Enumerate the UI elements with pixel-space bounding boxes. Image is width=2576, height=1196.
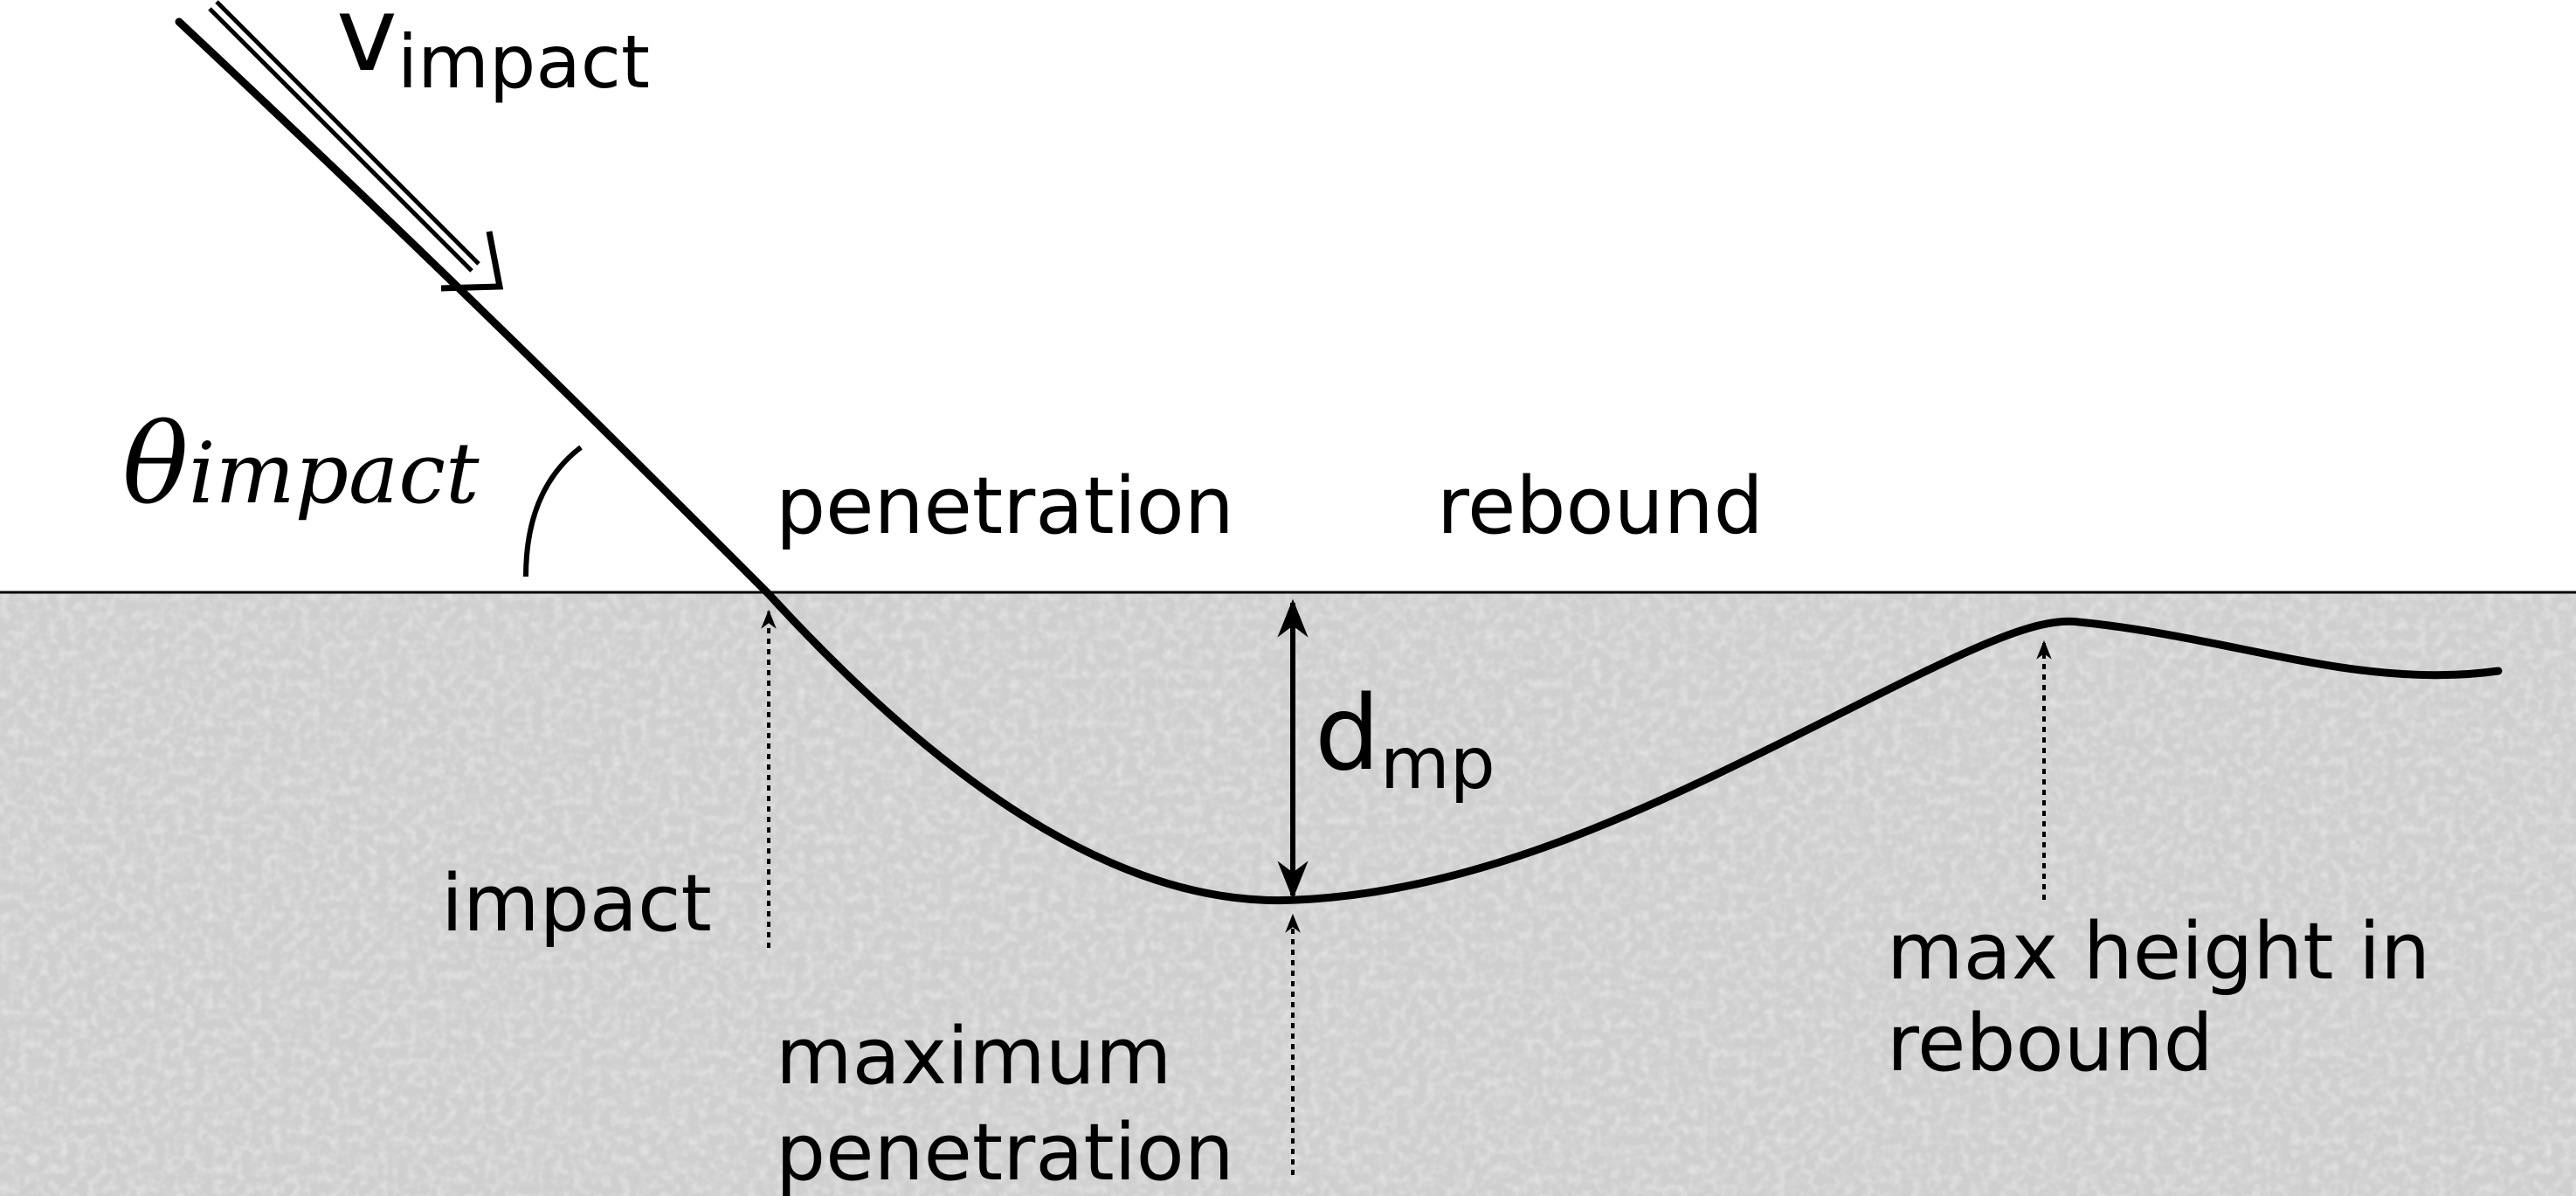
depth-symbol: d bbox=[1315, 673, 1380, 793]
penetration-phase-label: penetration bbox=[776, 460, 1234, 552]
angle-label: θimpact bbox=[122, 400, 480, 529]
max-height-label-line2: rebound bbox=[1887, 998, 2213, 1089]
angle-symbol: θ bbox=[122, 400, 189, 529]
rebound-phase-label: rebound bbox=[1437, 460, 1764, 552]
max-height-label-line1: max height in bbox=[1887, 906, 2430, 998]
velocity-arrow bbox=[208, 0, 504, 292]
depth-label: dmp bbox=[1315, 673, 1495, 805]
velocity-symbol: v bbox=[336, 0, 397, 94]
velocity-subscript: impact bbox=[397, 19, 650, 105]
angle-subscript: impact bbox=[189, 425, 480, 522]
max-penetration-label-line1: maximum bbox=[776, 1011, 1171, 1103]
max-penetration-label-line2: penetration bbox=[776, 1107, 1234, 1196]
impact-point-label: impact bbox=[441, 858, 712, 950]
trajectory-curve bbox=[175, 17, 2503, 905]
depth-subscript: mp bbox=[1380, 722, 1495, 805]
velocity-label: vimpact bbox=[336, 0, 650, 105]
ground-texture bbox=[0, 592, 2576, 1196]
impact-angle-arc bbox=[523, 445, 583, 577]
